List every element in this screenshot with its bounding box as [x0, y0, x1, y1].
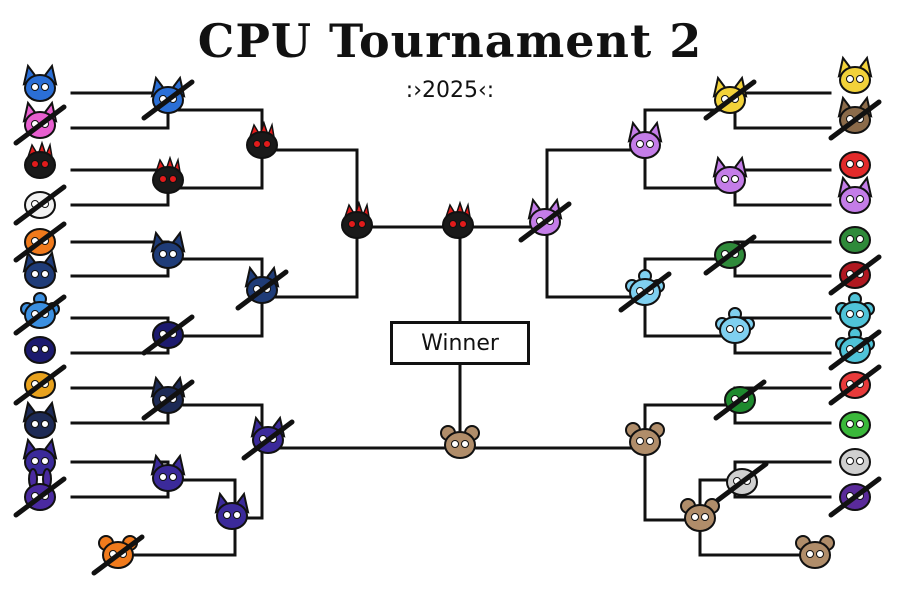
competitor-head-icon	[141, 75, 195, 121]
competitor-head-icon	[141, 375, 195, 421]
bracket-line	[545, 148, 647, 229]
competitor-head-icon	[246, 120, 278, 159]
competitor-head-icon	[828, 254, 882, 296]
eliminated-slash	[828, 364, 882, 406]
competitor-head-icon	[440, 425, 480, 459]
eliminated-slash	[703, 234, 757, 276]
eliminated-slash	[828, 99, 882, 141]
competitor-head-icon	[13, 468, 67, 518]
year-deco-left: :›	[405, 78, 422, 103]
eliminated-slash	[141, 379, 195, 421]
competitor-head-icon	[91, 534, 145, 576]
year-text: 2025	[422, 78, 478, 103]
competitor-head-icon	[703, 234, 757, 276]
eliminated-slash	[13, 221, 67, 263]
competitor-head-icon	[442, 200, 474, 239]
eliminated-slash	[141, 79, 195, 121]
competitor-head-icon	[141, 314, 195, 356]
eliminated-slash	[715, 461, 769, 503]
competitor-head-icon	[22, 437, 58, 476]
competitor-head-icon	[703, 75, 757, 121]
competitor-head-icon	[713, 379, 767, 421]
competitor-head-icon	[828, 95, 882, 141]
bracket-line	[643, 148, 737, 190]
eliminated-slash	[518, 201, 572, 243]
competitor-head-icon	[839, 411, 871, 439]
competitor-head-icon	[712, 155, 748, 194]
tournament-title: CPU Tournament 2	[197, 14, 703, 68]
bracket-line	[733, 240, 832, 278]
eliminated-slash	[713, 379, 767, 421]
winner-label: Winner	[421, 330, 499, 356]
eliminated-slash	[13, 294, 67, 336]
competitor-head-icon	[680, 498, 720, 532]
eliminated-slash	[618, 271, 672, 313]
competitor-head-icon	[150, 230, 186, 269]
competitor-head-icon	[837, 55, 873, 94]
competitor-head-icon	[795, 535, 835, 569]
competitor-head-icon	[839, 448, 871, 476]
eliminated-slash	[13, 104, 67, 146]
eliminated-slash	[13, 476, 67, 518]
competitor-head-icon	[828, 327, 882, 371]
bracket-line	[643, 295, 737, 338]
competitor-head-icon	[235, 265, 289, 311]
competitor-head-icon	[13, 100, 67, 146]
competitor-head-icon	[150, 453, 186, 492]
competitor-head-icon	[22, 250, 58, 289]
competitor-head-icon	[828, 476, 882, 518]
competitor-head-icon	[24, 336, 56, 364]
competitor-head-icon	[214, 491, 250, 530]
competitor-head-icon	[22, 63, 58, 102]
competitor-head-icon	[518, 197, 572, 243]
competitor-head-icon	[341, 200, 373, 239]
eliminated-slash	[235, 269, 289, 311]
year-deco-right: ‹:	[478, 78, 495, 103]
eliminated-slash	[141, 314, 195, 356]
winner-box: Winner	[390, 321, 530, 365]
eliminated-slash	[828, 254, 882, 296]
eliminated-slash	[703, 79, 757, 121]
eliminated-slash	[828, 329, 882, 371]
bracket-line	[733, 168, 832, 207]
eliminated-slash	[13, 184, 67, 226]
competitor-icons	[13, 55, 882, 576]
eliminated-slash	[241, 419, 295, 461]
competitor-head-icon	[22, 400, 58, 439]
eliminated-slash	[828, 476, 882, 518]
competitor-head-icon	[13, 292, 67, 336]
competitor-head-icon	[152, 155, 184, 194]
competitor-head-icon	[835, 292, 875, 329]
competitor-head-icon	[13, 221, 67, 263]
competitor-head-icon	[627, 120, 663, 159]
bracket-line	[545, 225, 647, 299]
competitor-head-icon	[839, 226, 871, 254]
competitor-head-icon	[837, 175, 873, 214]
bracket-line	[458, 363, 647, 450]
competitor-head-icon	[13, 184, 67, 226]
competitor-head-icon	[241, 415, 295, 461]
competitor-head-icon	[618, 269, 672, 313]
competitor-head-icon	[13, 364, 67, 406]
bracket-line	[733, 91, 832, 130]
tournament-year: :›2025‹:	[0, 78, 900, 103]
bracket-line	[643, 446, 702, 522]
competitor-head-icon	[839, 151, 871, 179]
eliminated-slash	[91, 534, 145, 576]
competitor-head-icon	[715, 461, 769, 503]
competitor-head-icon	[24, 140, 56, 179]
competitor-head-icon	[625, 422, 665, 456]
competitor-head-icon	[715, 307, 755, 344]
competitor-head-icon	[828, 364, 882, 406]
eliminated-slash	[13, 364, 67, 406]
